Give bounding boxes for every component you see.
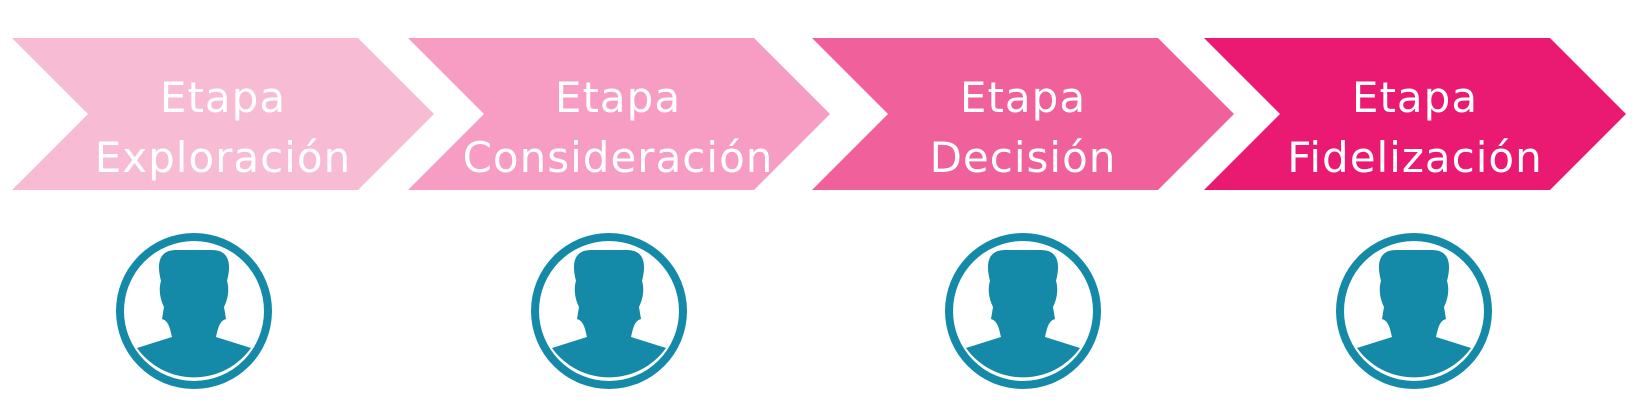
- stage-label: Etapa Decisión: [888, 68, 1158, 188]
- stage-chevron-shape: [12, 38, 434, 190]
- stage-label: Etapa Fidelización: [1280, 68, 1550, 188]
- stage-chevron-shape: [408, 38, 830, 190]
- user-silhouette-icon: [116, 233, 272, 389]
- user-silhouette-icon: [531, 233, 687, 389]
- stage-name: Fidelización: [1287, 133, 1543, 182]
- stage-name: Consideración: [462, 133, 774, 182]
- stage-chevron-shape: [812, 38, 1234, 190]
- stage-prefix: Etapa: [959, 73, 1087, 122]
- stage-prefix: Etapa: [1351, 73, 1479, 122]
- stage-name: Exploración: [94, 133, 352, 182]
- stage-label: Etapa Consideración: [463, 68, 773, 188]
- stage-name: Decisión: [929, 133, 1117, 182]
- stage-label: Etapa Exploración: [88, 68, 358, 188]
- stage-chevron-shape: [1204, 38, 1626, 190]
- user-silhouette-icon: [1336, 233, 1492, 389]
- user-silhouette-icon: [945, 233, 1101, 389]
- stage-prefix: Etapa: [159, 73, 287, 122]
- stage-prefix: Etapa: [554, 73, 682, 122]
